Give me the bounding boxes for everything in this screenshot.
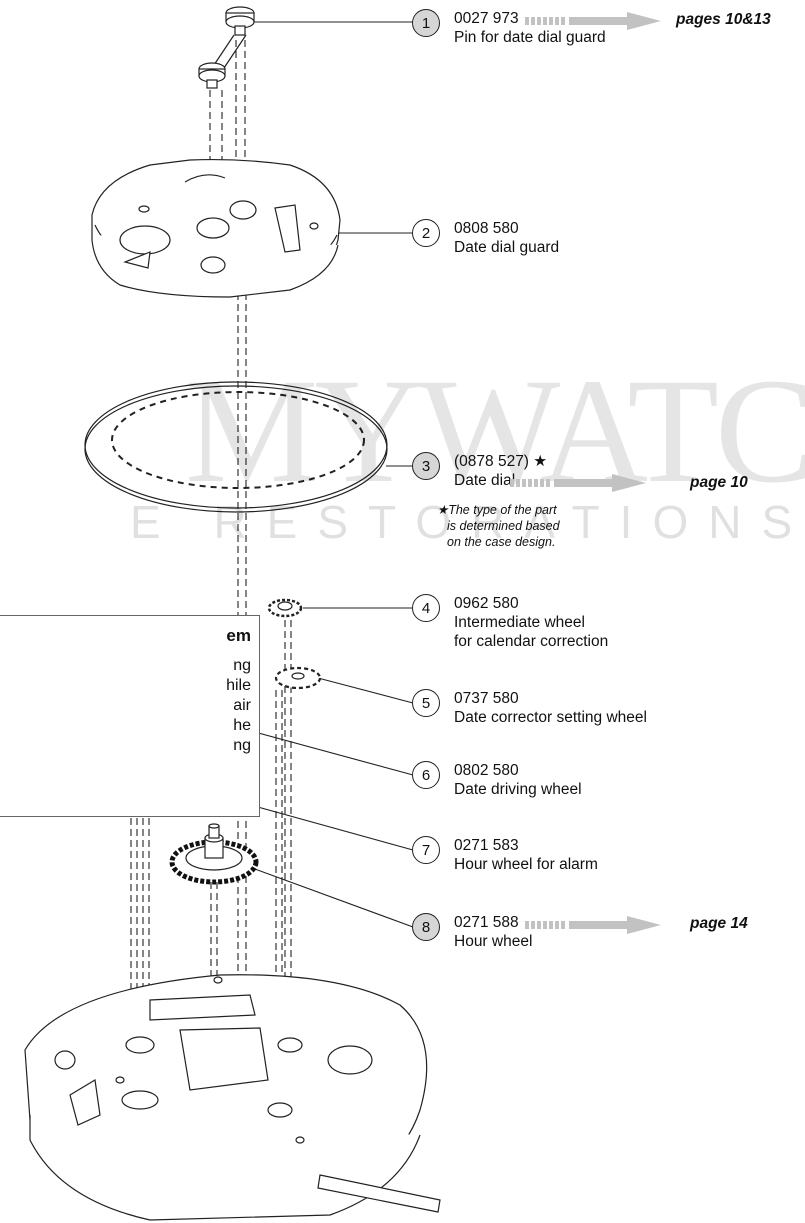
- part-name: Pin for date dial guard: [454, 29, 606, 46]
- page-ref-8[interactable]: page 14: [690, 915, 748, 932]
- part-name: Hour wheel for alarm: [454, 856, 598, 873]
- date-corrector-setting-wheel: [274, 666, 322, 690]
- date-dial-guard: [91, 158, 341, 298]
- part-name: Date dial: [454, 472, 516, 489]
- info-box-body: ng hile air he ng: [226, 656, 251, 756]
- part-label: 0027 973 Pin for date dial guard: [454, 9, 606, 47]
- part-number-badge: 6: [412, 761, 440, 789]
- part-label: 0271 588 Hour wheel: [454, 913, 532, 951]
- part-code: (0878 527) ★: [454, 453, 548, 470]
- info-box-line: ng: [233, 657, 251, 674]
- note-line: on the case design.: [447, 535, 556, 549]
- part-name-line2: for calendar correction: [454, 633, 609, 650]
- info-box-title: em: [226, 626, 251, 645]
- part-code: 0271 583: [454, 837, 519, 854]
- intermediate-wheel: [267, 598, 303, 618]
- note-line: is determined based: [447, 519, 560, 533]
- part-name: Date dial guard: [454, 239, 560, 256]
- hour-wheel: [169, 823, 259, 885]
- info-box-line: hile: [226, 677, 251, 694]
- star-icon: ★: [437, 503, 449, 517]
- note-line: The type of the part: [448, 503, 557, 517]
- part-name: Date corrector setting wheel: [454, 709, 647, 726]
- movement-base: [24, 974, 441, 1221]
- part-code: 0802 580: [454, 762, 519, 779]
- info-box-line: he: [233, 717, 251, 734]
- page-ref-arrow-1: [525, 12, 665, 30]
- part-label: 0737 580 Date corrector setting wheel: [454, 689, 647, 727]
- info-box: em ng hile air he ng: [0, 615, 260, 817]
- part-number-badge: 7: [412, 836, 440, 864]
- part-label: 0808 580 Date dial guard: [454, 219, 559, 257]
- pin-upper: [211, 6, 255, 69]
- part-type-note: ★The type of the part is determined base…: [437, 502, 560, 550]
- part-code: 0027 973: [454, 10, 519, 27]
- part-name: Intermediate wheel: [454, 614, 585, 631]
- part-name: Date driving wheel: [454, 781, 582, 798]
- part-code: 0962 580: [454, 595, 519, 612]
- page-ref-1[interactable]: pages 10&13: [676, 11, 771, 28]
- part-code: 0808 580: [454, 220, 519, 237]
- part-label: 0962 580 Intermediate wheel for calendar…: [454, 594, 608, 651]
- part-label: 0271 583 Hour wheel for alarm: [454, 836, 598, 874]
- page-ref-3[interactable]: page 10: [690, 474, 748, 491]
- part-number-badge: 3: [412, 452, 440, 480]
- leader-line-5: [317, 677, 414, 704]
- part-number-badge: 1: [412, 9, 440, 37]
- leader-line-8: [243, 864, 414, 928]
- part-number-badge: 5: [412, 689, 440, 717]
- part-name: Hour wheel: [454, 933, 533, 950]
- info-box-line: ng: [233, 737, 251, 754]
- watermark-logo: MYWATCH: [185, 348, 805, 514]
- pin-lower: [198, 62, 226, 89]
- date-dial: [84, 381, 388, 513]
- part-number-badge: 2: [412, 219, 440, 247]
- part-code: 0737 580: [454, 690, 519, 707]
- watermark-tagline: E RESTORATIONS: [130, 496, 805, 548]
- part-code: 0271 588: [454, 914, 519, 931]
- part-label: 0802 580 Date driving wheel: [454, 761, 582, 799]
- info-box-line: air: [233, 697, 251, 714]
- page-ref-arrow-8: [525, 916, 665, 934]
- part-number-badge: 8: [412, 913, 440, 941]
- part-number-badge: 4: [412, 594, 440, 622]
- page-ref-arrow-3: [510, 474, 650, 492]
- part-label: (0878 527) ★ Date dial: [454, 452, 547, 490]
